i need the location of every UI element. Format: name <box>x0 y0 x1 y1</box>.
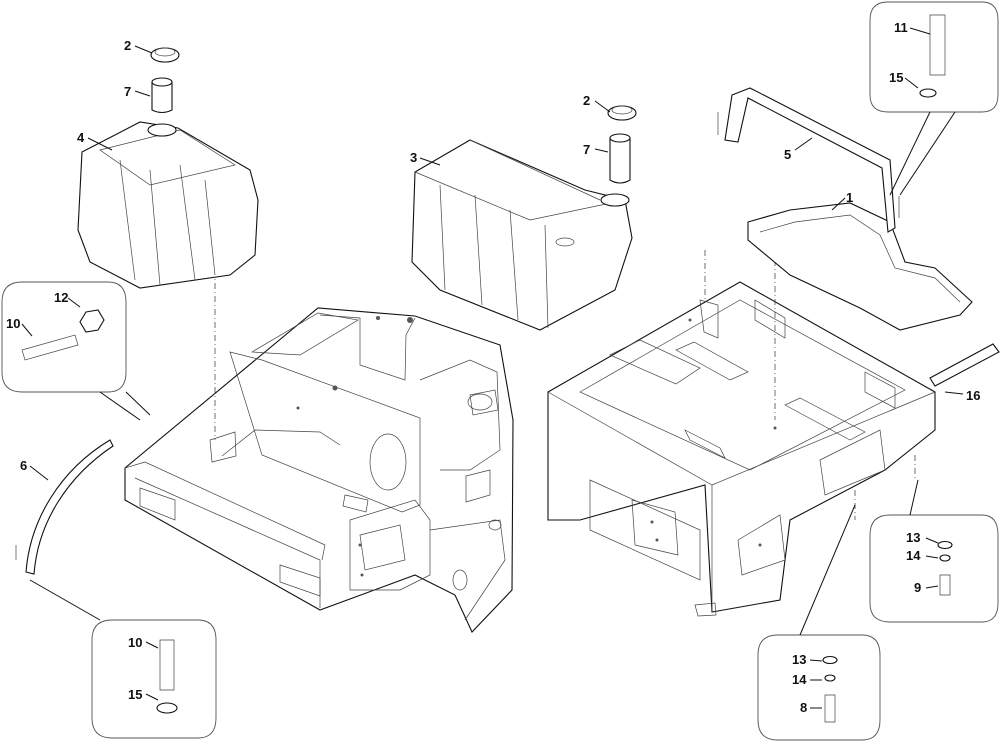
tank-3 <box>411 139 633 331</box>
callout-bottom-right <box>757 504 881 741</box>
label-part-2-right: 2 <box>583 93 590 108</box>
filter-7-left <box>151 77 173 114</box>
right-frame <box>547 250 936 617</box>
label-callout-bottom-left-a: 10 <box>128 635 142 650</box>
callout-bottom-left <box>29 579 217 739</box>
label-part-7-right: 7 <box>583 142 590 157</box>
hose-6 <box>15 439 114 575</box>
rail-5 <box>717 87 900 233</box>
label-callout-mid-right-c: 9 <box>914 580 921 595</box>
plate-1 <box>747 202 973 331</box>
label-callout-mid-right-a: 13 <box>906 530 920 545</box>
label-callout-bottom-left-b: 15 <box>128 687 142 702</box>
label-callout-left-a: 12 <box>54 290 68 305</box>
tank-4 <box>77 121 259 289</box>
label-part-3: 3 <box>410 150 417 165</box>
label-part-2-left: 2 <box>124 38 131 53</box>
cap-2-right <box>607 105 637 121</box>
label-callout-bottom-right-c: 8 <box>800 700 807 715</box>
cap-2-left <box>150 47 180 63</box>
label-part-16: 16 <box>966 388 980 403</box>
label-part-1: 1 <box>846 190 853 205</box>
label-callout-mid-right-b: 14 <box>906 548 921 563</box>
label-callout-left-b: 10 <box>6 316 20 331</box>
label-part-4: 4 <box>77 130 85 145</box>
label-callout-bottom-right-a: 13 <box>792 652 806 667</box>
callout-left <box>1 281 151 421</box>
label-part-7-left: 7 <box>124 84 131 99</box>
left-frame <box>124 270 514 633</box>
label-callout-top-right-b: 15 <box>889 70 903 85</box>
callout-mid-right <box>869 479 999 623</box>
label-part-6: 6 <box>20 458 27 473</box>
leader-lines <box>21 27 964 709</box>
callout-top-right <box>869 1 999 196</box>
label-part-5: 5 <box>784 147 791 162</box>
filter-7-right <box>609 133 631 184</box>
label-callout-bottom-right-b: 14 <box>792 672 807 687</box>
part-numbers: 2 7 4 2 7 3 1 5 6 16 11 15 12 10 10 15 1… <box>6 20 980 715</box>
label-callout-top-right-a: 11 <box>894 20 908 35</box>
bar-16 <box>929 343 1000 387</box>
